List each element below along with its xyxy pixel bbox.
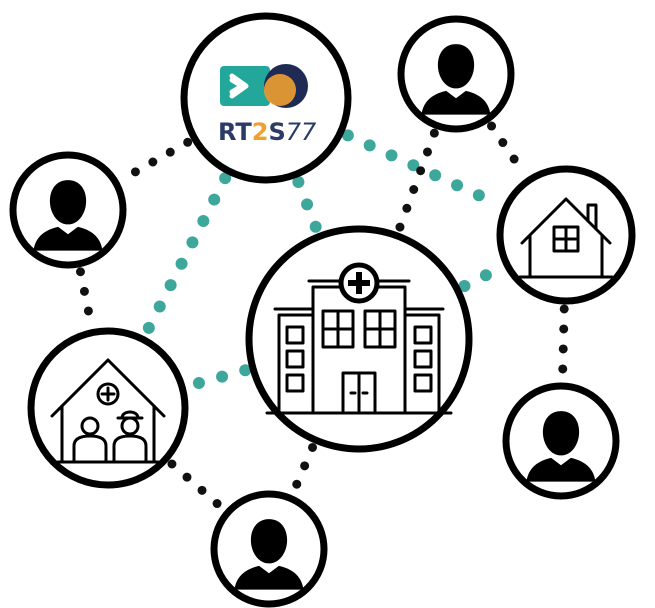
person-node-bottom [210,490,328,608]
person-node-right [502,382,620,500]
link-hospital-to-person-bottom [289,442,318,496]
nursing-home-icon [50,358,166,464]
link-house-to-person-right [558,304,569,383]
links-layer [75,121,569,512]
rt2s-logo: RT2S77 [218,64,317,146]
link-logo-to-person-left [118,137,193,184]
logo-text-s: S [268,118,285,146]
svg-text:RT2S77: RT2S77 [218,118,317,146]
house-icon [518,197,614,279]
person-node-top-right [397,15,515,133]
link-logo-to-house [341,129,505,211]
link-person-left-to-nursing-home [75,267,96,330]
link-logo-to-nursing-home [140,172,232,339]
link-person-top-right-to-hospital [395,128,439,233]
link-hospital-to-nursing-home [183,364,252,392]
logo-text-rt: RT [218,118,252,146]
link-nursing-home-to-person-bottom [167,459,227,512]
logo-text-2: 2 [252,118,269,146]
link-hospital-to-house [458,262,506,293]
hospital-node [245,225,473,453]
logo-text-77: 77 [286,118,317,146]
link-logo-to-hospital [292,175,323,235]
hospital-icon [265,262,453,415]
house-node [496,165,636,305]
nursing-home-node [27,327,189,489]
person-node-left [9,151,127,269]
logo-node: RT2S77 [180,12,352,184]
link-person-top-right-to-house [487,121,529,179]
